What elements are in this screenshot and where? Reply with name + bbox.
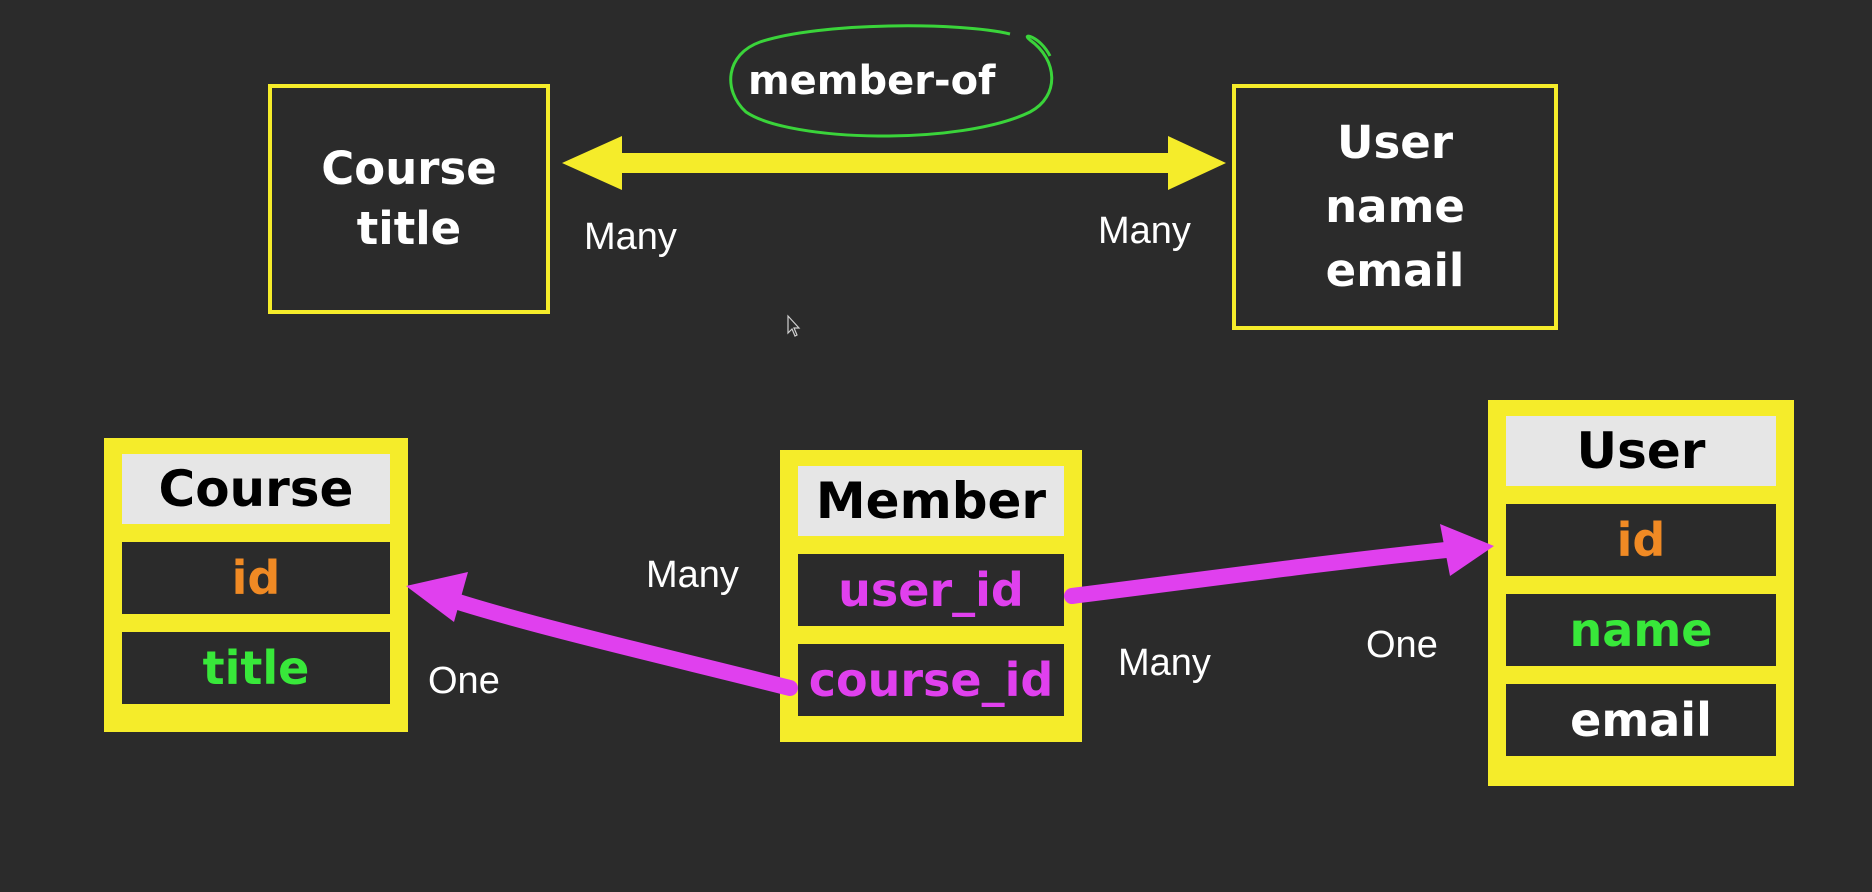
many-to-many-arrow — [562, 136, 1226, 190]
member-table-field-course-id: course_id — [798, 644, 1064, 716]
user-entity-attr-name: name — [1325, 180, 1465, 233]
member-table: Member user_id course_id — [780, 450, 1082, 742]
course-table-header: Course — [122, 454, 390, 524]
mouse-cursor-icon — [787, 314, 801, 337]
arrowhead-course — [406, 572, 468, 622]
course-entity-title: Course — [321, 142, 497, 195]
user-table: User id name email — [1488, 400, 1794, 786]
course-entity-attr-title: title — [356, 202, 462, 255]
course-table-field-title: title — [122, 632, 390, 704]
course-one-label: One — [428, 660, 500, 702]
arrowhead-right — [1168, 136, 1226, 190]
top-right-cardinality: Many — [1098, 210, 1191, 252]
user-table-header: User — [1506, 416, 1776, 486]
user-table-field-id: id — [1506, 504, 1776, 576]
user-one-label: One — [1366, 624, 1438, 666]
arrowhead-left — [562, 136, 622, 190]
member-table-header: Member — [798, 466, 1064, 536]
user-fk-arrow — [1064, 524, 1494, 604]
member-course-many-label: Many — [646, 554, 739, 596]
user-table-field-email: email — [1506, 684, 1776, 756]
relationship-label: member-of — [748, 58, 996, 104]
member-table-field-user-id: user_id — [798, 554, 1064, 626]
user-entity-attr-email: email — [1325, 244, 1465, 297]
user-entity-box: User name email — [1232, 84, 1558, 330]
course-entity-box: Course title — [268, 84, 550, 314]
user-table-field-name: name — [1506, 594, 1776, 666]
arrowhead-user — [1440, 524, 1494, 576]
top-left-cardinality: Many — [584, 216, 677, 258]
user-entity-title: User — [1336, 116, 1454, 169]
course-table: Course id title — [104, 438, 408, 732]
member-user-many-label: Many — [1118, 642, 1211, 684]
course-table-field-id: id — [122, 542, 390, 614]
